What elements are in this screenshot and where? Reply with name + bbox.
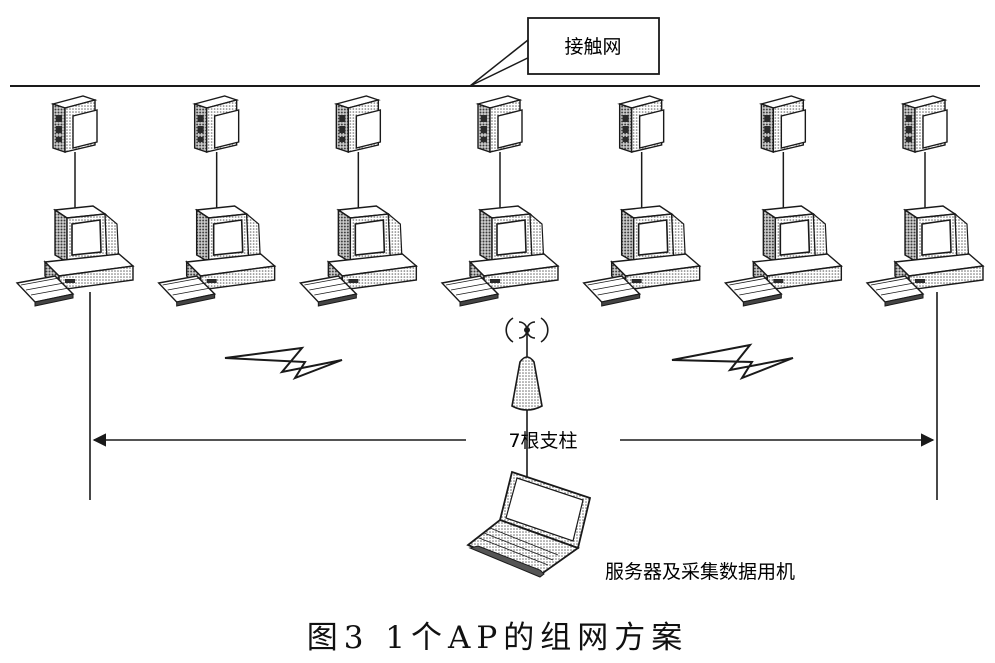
server-label: 服务器及采集数据用机 bbox=[605, 561, 795, 583]
keyboard-icon bbox=[15, 275, 75, 307]
laptop-icon bbox=[466, 470, 592, 578]
camera-icon bbox=[900, 95, 948, 153]
monitor-icon bbox=[751, 205, 843, 292]
camera-icon bbox=[333, 95, 382, 153]
monitor-icon bbox=[468, 205, 560, 292]
stations-group bbox=[15, 95, 985, 307]
keyboard-icon bbox=[157, 275, 217, 307]
figure-caption: 图3 1个AP的组网方案 bbox=[306, 620, 689, 656]
camera-icon bbox=[475, 95, 523, 153]
monitor-icon bbox=[893, 205, 985, 292]
keyboard-icon bbox=[298, 275, 358, 307]
keyboard-icon bbox=[865, 275, 925, 307]
keyboard-icon bbox=[582, 275, 642, 307]
station bbox=[582, 95, 702, 307]
contact-network-label: 接触网 bbox=[564, 36, 621, 58]
pillars-label: 7根支柱 bbox=[508, 430, 577, 452]
station bbox=[865, 95, 985, 307]
lightning-icon bbox=[671, 343, 794, 381]
keyboard-icon bbox=[723, 275, 783, 307]
monitor-icon bbox=[610, 205, 702, 292]
station bbox=[440, 95, 560, 307]
monitor-icon bbox=[326, 205, 418, 292]
camera-icon bbox=[758, 95, 807, 153]
station bbox=[157, 95, 277, 307]
station bbox=[298, 95, 418, 307]
camera-icon bbox=[617, 95, 665, 153]
station bbox=[15, 95, 135, 307]
monitor-icon bbox=[185, 205, 277, 292]
antenna-icon bbox=[505, 317, 549, 480]
camera-icon bbox=[192, 95, 240, 153]
contact-network-callout: 接触网 bbox=[469, 17, 660, 87]
station bbox=[723, 95, 843, 307]
camera-icon bbox=[50, 95, 98, 153]
monitor-icon bbox=[43, 205, 135, 292]
keyboard-icon bbox=[440, 275, 500, 307]
lightning-icon bbox=[224, 346, 343, 381]
